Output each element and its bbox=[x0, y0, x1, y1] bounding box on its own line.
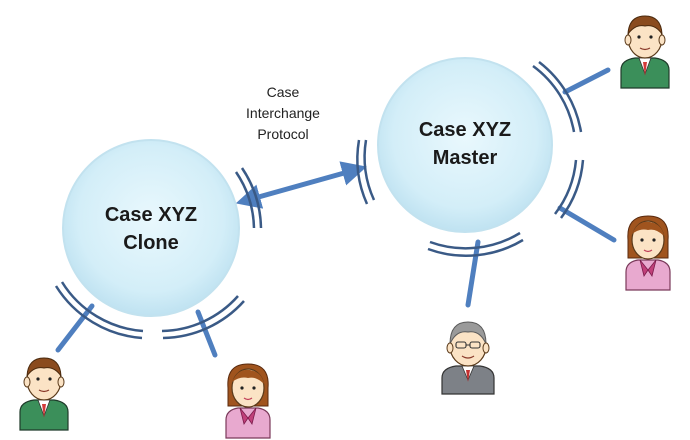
clone-connectors bbox=[55, 303, 218, 358]
clone-arc-bottom-left bbox=[60, 281, 144, 333]
master-connectors bbox=[465, 67, 617, 308]
connector-clone-woman bbox=[195, 309, 218, 358]
master-arc-bottom bbox=[429, 231, 521, 250]
clone-label-line1: Case XYZ bbox=[104, 204, 198, 226]
person-woman-clone bbox=[225, 363, 271, 439]
clone-arc-bottom-right bbox=[161, 295, 239, 333]
connector-master-older-man bbox=[465, 239, 481, 308]
master-arc-right-outer bbox=[560, 159, 585, 219]
protocol-label-line2: Interchange bbox=[246, 105, 320, 121]
person-man-master bbox=[620, 15, 670, 89]
person-woman-master bbox=[625, 215, 671, 291]
master-arc-left bbox=[363, 139, 376, 201]
connector-master-man bbox=[562, 67, 611, 95]
master-arc-bottom-outer bbox=[427, 238, 524, 257]
connector-clone-man bbox=[55, 303, 95, 353]
master-arc-left-outer bbox=[356, 139, 369, 205]
master-label-line2: Master bbox=[432, 147, 498, 169]
connector-master-woman bbox=[557, 205, 617, 243]
interchange-arrow bbox=[235, 161, 367, 209]
clone-arc-right-outer bbox=[240, 167, 263, 229]
protocol-label: Case Interchange Protocol bbox=[228, 82, 338, 145]
protocol-label-line1: Case bbox=[266, 84, 300, 100]
master-label-line1: Case XYZ bbox=[418, 119, 512, 141]
master-node bbox=[356, 57, 585, 257]
clone-arc-bottom-right-outer bbox=[162, 300, 245, 340]
clone-circle bbox=[62, 139, 240, 317]
clone-arc-right bbox=[234, 171, 256, 229]
protocol-label-line3: Protocol bbox=[257, 126, 309, 142]
clone-node bbox=[54, 139, 263, 340]
person-man-clone bbox=[19, 357, 69, 431]
clone-label-line2: Clone bbox=[123, 232, 179, 254]
clone-label: Case XYZ Clone bbox=[71, 201, 231, 257]
master-circle bbox=[377, 57, 553, 233]
master-label: Case XYZ Master bbox=[385, 116, 545, 172]
person-older-man-master bbox=[441, 321, 495, 395]
master-arc-right bbox=[554, 159, 578, 215]
master-arc-top-right-outer bbox=[538, 61, 583, 133]
master-arc-top-right bbox=[532, 64, 576, 133]
clone-arc-bottom-left-outer bbox=[54, 285, 143, 340]
